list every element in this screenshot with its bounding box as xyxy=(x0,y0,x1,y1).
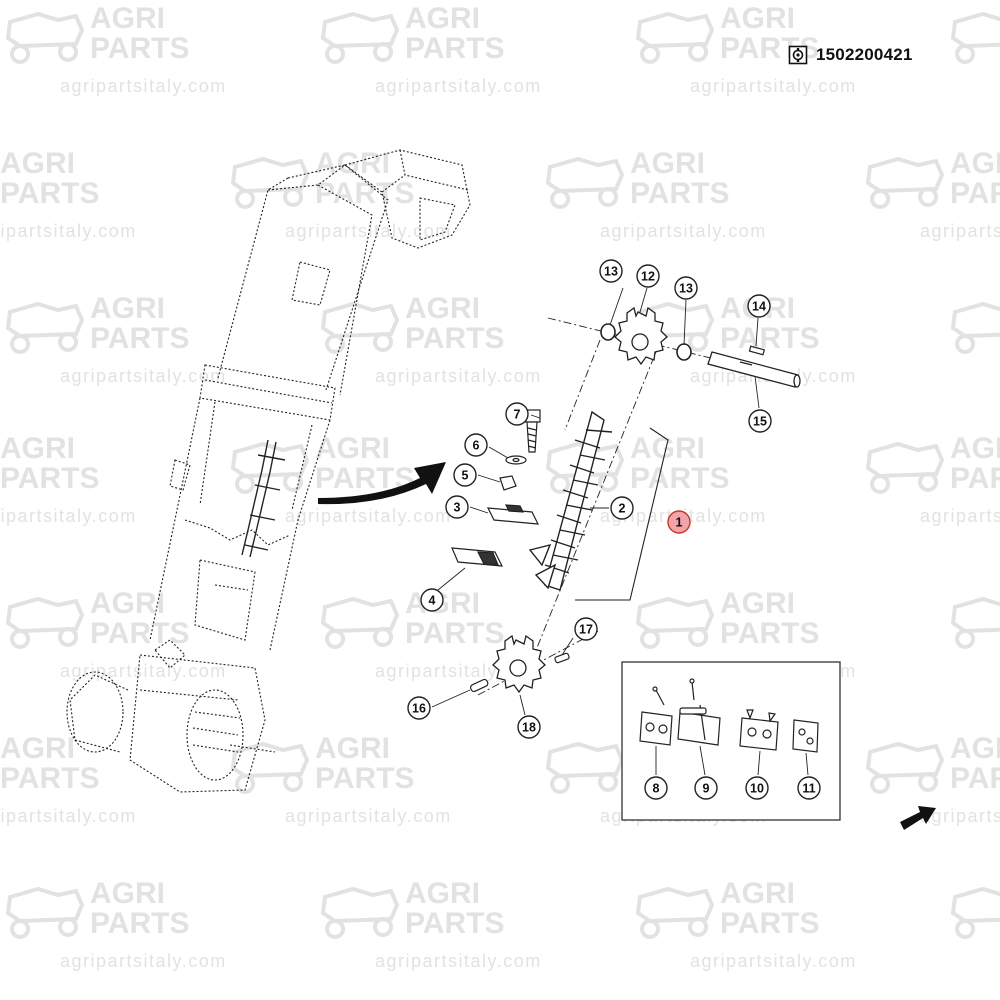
callout-14[interactable]: 14 xyxy=(747,294,771,318)
callout-6[interactable]: 6 xyxy=(464,433,488,457)
svg-text:16: 16 xyxy=(412,702,426,716)
svg-text:10: 10 xyxy=(750,782,764,796)
sprocket-pin xyxy=(469,678,489,693)
svg-text:5: 5 xyxy=(462,469,469,483)
callout-10[interactable]: 10 xyxy=(745,776,769,800)
washer-right xyxy=(676,343,692,361)
svg-text:6: 6 xyxy=(473,439,480,453)
shaft-key xyxy=(748,345,766,356)
callout-3[interactable]: 3 xyxy=(445,495,469,519)
svg-text:13: 13 xyxy=(679,282,693,296)
scraper-plate xyxy=(486,504,540,525)
callout-5[interactable]: 5 xyxy=(453,463,477,487)
callout-18[interactable]: 18 xyxy=(517,715,541,739)
svg-text:7: 7 xyxy=(514,408,521,422)
svg-text:12: 12 xyxy=(641,270,655,284)
top-sprocket xyxy=(614,306,668,366)
pointer-arrow-icon xyxy=(318,462,446,505)
svg-text:18: 18 xyxy=(522,721,536,735)
svg-text:4: 4 xyxy=(429,594,436,608)
svg-text:1: 1 xyxy=(676,516,683,530)
paddle-plate xyxy=(451,547,504,567)
callout-12[interactable]: 12 xyxy=(636,264,660,288)
elevator-housing xyxy=(66,149,471,793)
svg-text:2: 2 xyxy=(619,502,626,516)
leader-lines xyxy=(431,287,760,716)
callout-17[interactable]: 17 xyxy=(574,617,598,641)
assembly-bracket xyxy=(575,427,669,601)
next-arrow-icon xyxy=(900,806,936,830)
svg-text:11: 11 xyxy=(802,782,815,796)
bottom-sprocket xyxy=(492,634,546,694)
svg-text:3: 3 xyxy=(454,501,461,515)
callout-1[interactable]: 1 xyxy=(667,510,691,534)
callout-13-right[interactable]: 13 xyxy=(674,276,698,300)
callout-8[interactable]: 8 xyxy=(644,776,668,800)
svg-text:17: 17 xyxy=(579,623,593,637)
callout-9[interactable]: 9 xyxy=(694,776,718,800)
svg-text:14: 14 xyxy=(752,300,766,314)
callout-2[interactable]: 2 xyxy=(610,496,634,520)
part-code-label: 1502200421 xyxy=(788,42,913,68)
part-code: 1502200421 xyxy=(816,45,913,64)
drive-shaft xyxy=(707,351,801,388)
callout-11[interactable]: 11 xyxy=(797,776,821,800)
svg-text:15: 15 xyxy=(753,415,767,429)
housing-chain xyxy=(241,439,286,558)
svg-text:8: 8 xyxy=(653,782,660,796)
callout-7[interactable]: 7 xyxy=(505,402,529,426)
callout-15[interactable]: 15 xyxy=(748,409,772,433)
callout-4[interactable]: 4 xyxy=(420,588,444,612)
callouts: 1 2 3 4 5 6 7 8 xyxy=(407,259,821,800)
svg-text:9: 9 xyxy=(703,782,710,796)
svg-text:13: 13 xyxy=(604,265,618,279)
sprocket-bushing xyxy=(554,652,570,664)
callout-16[interactable]: 16 xyxy=(407,696,431,720)
parts-catalog-icon xyxy=(788,45,808,65)
conveyor-chain xyxy=(528,410,613,591)
washer-left xyxy=(600,323,616,341)
callout-13-left[interactable]: 13 xyxy=(599,259,623,283)
